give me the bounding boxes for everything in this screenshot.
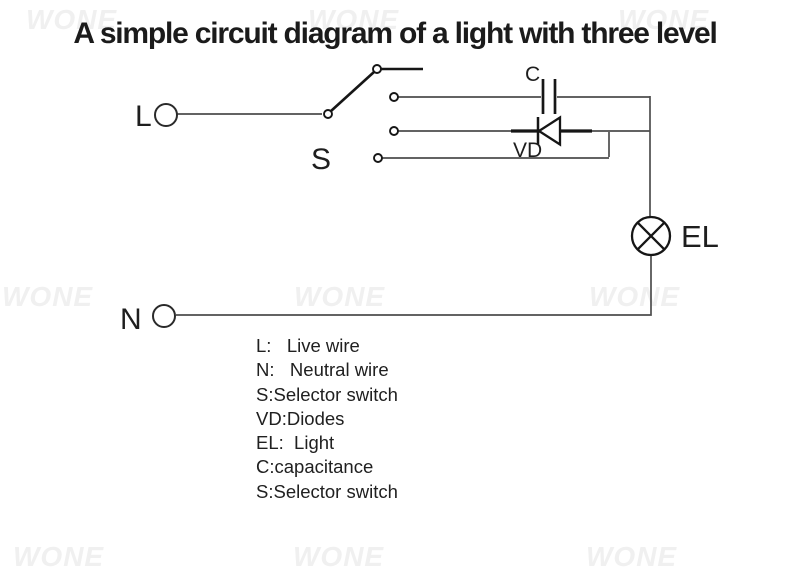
- diode: VD: [511, 115, 592, 162]
- lamp-label: EL: [681, 219, 719, 254]
- live-terminal: L: [135, 100, 178, 133]
- page-title: A simple circuit diagram of a light with…: [73, 17, 718, 50]
- capacitor-label: C: [525, 63, 540, 86]
- wires: [176, 96, 652, 316]
- legend-item: EL: Light: [256, 432, 335, 454]
- switch-pivot: [323, 109, 333, 119]
- neutral-terminal: N: [120, 303, 176, 336]
- legend-item: S:Selector switch: [256, 480, 398, 502]
- neutral-terminal-label: N: [120, 303, 142, 336]
- legend-item: VD:Diodes: [256, 407, 345, 429]
- legend-item: L: Live wire: [256, 335, 360, 356]
- lamp: EL: [630, 215, 719, 257]
- watermark: WONE: [293, 541, 385, 572]
- watermark: WONE: [589, 281, 681, 312]
- diode-label: VD: [513, 139, 542, 162]
- switch-contact-1: [389, 92, 399, 102]
- legend-item: C:capacitance: [256, 456, 374, 478]
- legend: L: Live wire N: Neutral wire S:Selector …: [256, 334, 398, 504]
- watermark: WONE: [26, 4, 118, 35]
- switch-label: S: [311, 143, 331, 176]
- switch-contact-2: [389, 126, 399, 136]
- legend-item: S:Selector switch: [256, 383, 398, 405]
- legend-item: N: Neutral wire: [256, 359, 389, 381]
- switch-blade-tip: [372, 64, 382, 74]
- live-terminal-circle: [154, 103, 178, 127]
- watermark: WONE: [2, 281, 94, 312]
- watermark: WONE: [618, 4, 710, 35]
- watermark: WONE: [294, 281, 386, 312]
- switch-contact-3: [373, 153, 383, 163]
- live-terminal-label: L: [135, 100, 152, 133]
- watermark: WONE: [308, 4, 400, 35]
- lamp-cross-2: [636, 221, 666, 251]
- diode-triangle: [536, 115, 562, 147]
- watermark: WONE: [13, 541, 105, 572]
- watermark: WONE: [586, 541, 678, 572]
- neutral-terminal-circle: [152, 304, 176, 328]
- selector-switch: S: [311, 64, 423, 176]
- switch-blade: [330, 71, 375, 112]
- capacitor: C: [525, 63, 557, 114]
- lamp-circle: [630, 215, 672, 257]
